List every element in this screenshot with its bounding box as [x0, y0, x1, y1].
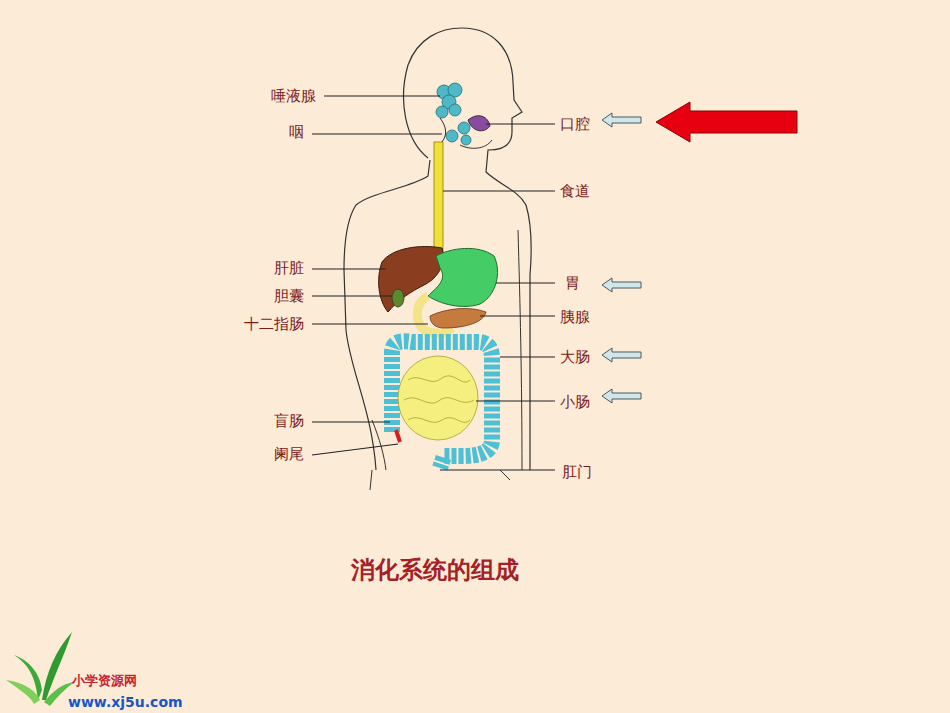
leader-line	[486, 123, 555, 124]
pancreas	[430, 309, 486, 328]
body-outline	[370, 420, 386, 490]
leader-line	[312, 444, 398, 455]
gallbladder	[392, 289, 404, 307]
leader-line	[312, 323, 428, 324]
pointer-arrow	[602, 113, 641, 127]
part-label: 小肠	[560, 393, 590, 411]
pointer-arrow	[602, 348, 641, 362]
part-label: 食道	[560, 182, 590, 200]
leader-line	[476, 400, 555, 401]
pointer-arrow	[602, 278, 641, 292]
arm-outline	[500, 230, 522, 480]
large-intestine	[392, 341, 492, 468]
leader-line	[324, 95, 440, 96]
part-label: 阑尾	[274, 445, 304, 463]
part-label: 十二指肠	[244, 315, 304, 333]
watermark-url: www.xj5u.com	[68, 694, 183, 710]
part-label: 咽	[289, 123, 304, 141]
appendix	[396, 430, 400, 442]
pointer-arrow	[602, 389, 641, 403]
logo-sprout	[6, 632, 74, 706]
gland-lobe	[458, 122, 470, 134]
figure-caption: 消化系统的组成	[351, 555, 519, 585]
part-label: 盲肠	[274, 412, 304, 430]
leader-line	[312, 133, 442, 134]
mouth	[468, 116, 490, 131]
leader-line	[480, 315, 555, 316]
leader-line	[312, 421, 390, 422]
intestine-mass	[398, 356, 478, 440]
watermark: 小学资源网	[72, 673, 137, 689]
part-label: 口腔	[560, 115, 590, 133]
part-label: 胰腺	[560, 308, 590, 326]
small-intestine	[398, 356, 478, 440]
stomach	[428, 248, 498, 306]
leader-line	[443, 190, 555, 191]
leader-line	[312, 295, 392, 296]
part-label: 肝脏	[274, 259, 304, 277]
gland-lobe	[449, 104, 461, 116]
liver	[379, 247, 444, 312]
gland-lobe	[436, 106, 448, 118]
leader-line	[312, 268, 386, 269]
gland-lobe	[446, 130, 458, 142]
gland-lobe	[461, 135, 471, 145]
part-label: 肛门	[562, 463, 592, 481]
highlight-arrow	[656, 102, 797, 142]
leader-line	[500, 356, 555, 357]
part-label: 胃	[565, 274, 580, 292]
esophagus	[434, 142, 443, 258]
leader-lines	[312, 96, 555, 470]
intestine-loops	[404, 376, 474, 422]
part-label: 大肠	[560, 348, 590, 366]
leader-line	[496, 282, 555, 283]
part-label: 胆囊	[274, 287, 304, 305]
logo-leaf	[6, 680, 40, 704]
part-label: 唾液腺	[271, 87, 316, 105]
leader-line	[440, 469, 555, 470]
salivary-gland	[436, 83, 471, 145]
pharynx	[440, 118, 446, 142]
pointer-arrows	[602, 113, 641, 403]
